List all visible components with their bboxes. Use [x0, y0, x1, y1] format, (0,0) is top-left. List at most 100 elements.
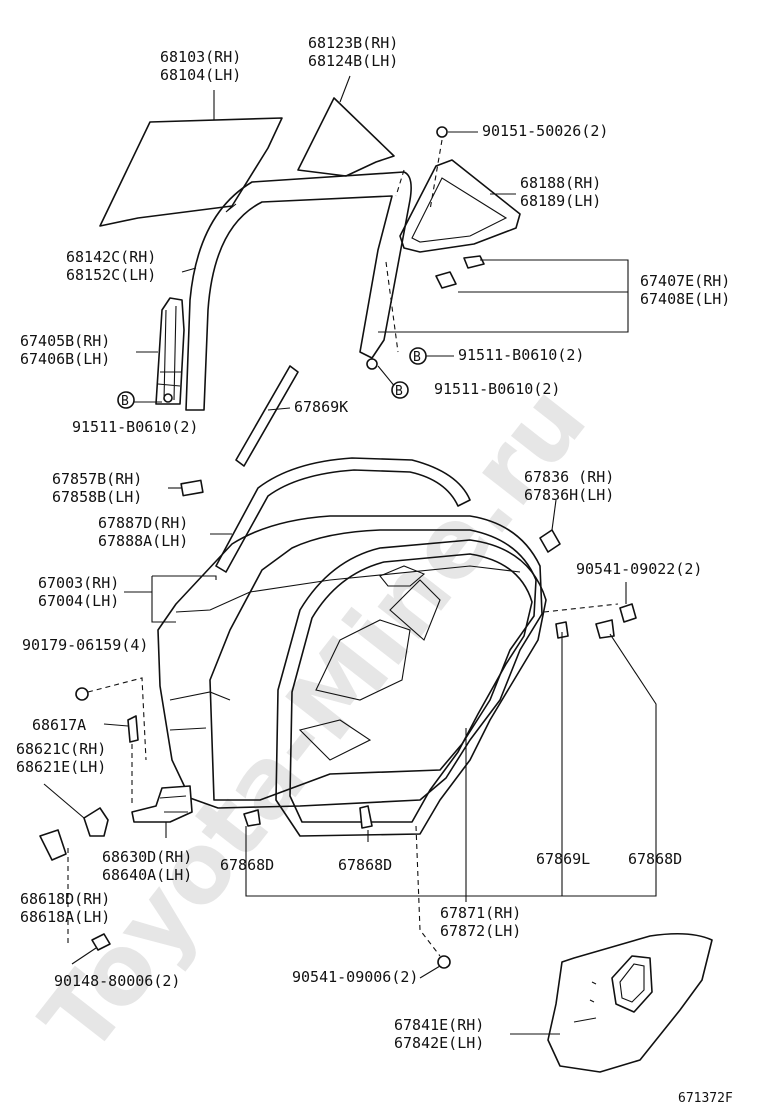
label-67869k: 67869K: [294, 398, 348, 416]
leader-67407e: [378, 259, 629, 333]
nut-90179: [75, 687, 89, 701]
label-68124b: 68124B(LH): [308, 52, 398, 70]
label-68618d: 68618D(RH): [20, 890, 110, 908]
label-68188: 68188(RH): [520, 174, 601, 192]
door-shell: [157, 515, 543, 809]
service-hole-cover-marks: [573, 981, 597, 1023]
service-hole-cover-opening: [611, 955, 653, 1013]
screw-90151: [436, 126, 448, 138]
door-glass: [99, 117, 283, 227]
label-68152c: 68152C(LH): [66, 266, 156, 284]
hole-plug: [539, 529, 561, 553]
door-shell-lower-line: [169, 691, 231, 731]
glass-run-clip-lower: [435, 271, 457, 289]
front-glass-channel-inner: [157, 305, 182, 401]
door-frame-weatherstrip: [215, 457, 471, 573]
leader-68621c: [43, 783, 85, 819]
door-glass-run: [185, 171, 412, 411]
label-91511c: 91511-B0610(2): [434, 380, 560, 398]
screw-91511-dashline: [385, 261, 399, 353]
quarter-window-frame-inner: [411, 177, 508, 243]
label-67868d-middle: 67868D: [338, 856, 392, 874]
label-67869l: 67869L: [536, 850, 590, 868]
door-inner-panel: [209, 529, 537, 801]
label-90179: 90179-06159(4): [22, 636, 148, 654]
leader-91511c: [377, 365, 397, 389]
label-68618a: 68618A(LH): [20, 908, 110, 926]
label-67841e: 67841E(RH): [394, 1016, 484, 1034]
label-68621c: 68621C(RH): [16, 740, 106, 758]
label-67408e: 67408E(LH): [640, 290, 730, 308]
svg-text:B: B: [121, 394, 129, 409]
quarter-window-frame: [399, 159, 521, 253]
label-68640a: 68640A(LH): [102, 866, 192, 884]
label-68103: 68103(RH): [160, 48, 241, 66]
callout-b-1: B: [117, 391, 135, 409]
door-inner-latch-area: [379, 565, 426, 587]
clip-67869l: [555, 621, 569, 639]
belt-weatherstrip: [235, 365, 299, 467]
screw-90151-dashline: [429, 139, 443, 211]
svg-text:B: B: [395, 384, 403, 399]
label-67868d-right: 67868D: [628, 850, 682, 868]
quarter-glass: [297, 97, 395, 177]
label-68630d: 68630D(RH): [102, 848, 192, 866]
label-67836: 67836 (RH): [524, 468, 614, 486]
screw-91511-lower: [163, 393, 173, 403]
screw-91511-upper: [366, 358, 378, 370]
leader-68123b: [339, 75, 351, 103]
label-68142c: 68142C(RH): [66, 248, 156, 266]
label-67004: 67004(LH): [38, 592, 119, 610]
callout-b-3: B: [391, 381, 409, 399]
door-inner-openings: [298, 579, 441, 761]
leader-67836: [551, 499, 557, 531]
label-68617a: 68617A: [32, 716, 86, 734]
door-check-bracket: [83, 807, 109, 837]
label-67406b: 67406B(LH): [20, 350, 110, 368]
service-hole-cover: [547, 932, 713, 1073]
label-91511a: 91511-B0610(2): [72, 418, 198, 436]
hinge-bracket: [39, 829, 67, 861]
clip-90541-09006-dashline: [415, 825, 441, 957]
label-90541b: 90541-09006(2): [292, 968, 418, 986]
door-glass-edge: [225, 203, 237, 213]
callout-b-2: B: [409, 347, 427, 365]
label-67868d-left: 67868D: [220, 856, 274, 874]
leader-68617a: [103, 723, 129, 727]
door-opening-weatherstrip-inner: [289, 553, 533, 823]
leader-67003: [124, 575, 217, 623]
label-67405b: 67405B(RH): [20, 332, 110, 350]
label-90541a: 90541-09022(2): [576, 560, 702, 578]
clip-90541-dashline: [543, 603, 619, 613]
clip-90541-b: [595, 619, 615, 639]
label-67003: 67003(RH): [38, 574, 119, 592]
hinge-pin: [127, 715, 139, 743]
label-67888a: 67888A(LH): [98, 532, 188, 550]
leader-67869k: [267, 407, 291, 411]
leader-67868d-group: [245, 632, 657, 897]
label-67836h: 67836H(LH): [524, 486, 614, 504]
service-hole-cover-opening-inner: [619, 963, 645, 1003]
label-67858b: 67858B(LH): [52, 488, 142, 506]
label-90148: 90148-80006(2): [54, 972, 180, 990]
label-67871: 67871(RH): [440, 904, 521, 922]
label-67842e: 67842E(LH): [394, 1034, 484, 1052]
bolt-90148: [91, 933, 111, 951]
label-68123b: 68123B(RH): [308, 34, 398, 52]
label-67887d: 67887D(RH): [98, 514, 188, 532]
label-68189: 68189(LH): [520, 192, 601, 210]
label-68621e: 68621E(LH): [16, 758, 106, 776]
clip-90541-09006: [437, 955, 451, 969]
figure-code: 671372F: [678, 1091, 733, 1106]
front-glass-channel: [155, 297, 185, 405]
leader-90541b: [419, 965, 441, 979]
nut-90179-dashline: [87, 677, 147, 761]
clip-67868d-left: [243, 809, 261, 827]
door-hinge-detail: [159, 795, 188, 813]
leader-68142c: [181, 267, 197, 273]
door-shell-inner-line: [175, 565, 521, 613]
door-opening-weatherstrip: [275, 539, 547, 837]
door-pad: [180, 479, 204, 497]
svg-text:B: B: [413, 350, 421, 365]
